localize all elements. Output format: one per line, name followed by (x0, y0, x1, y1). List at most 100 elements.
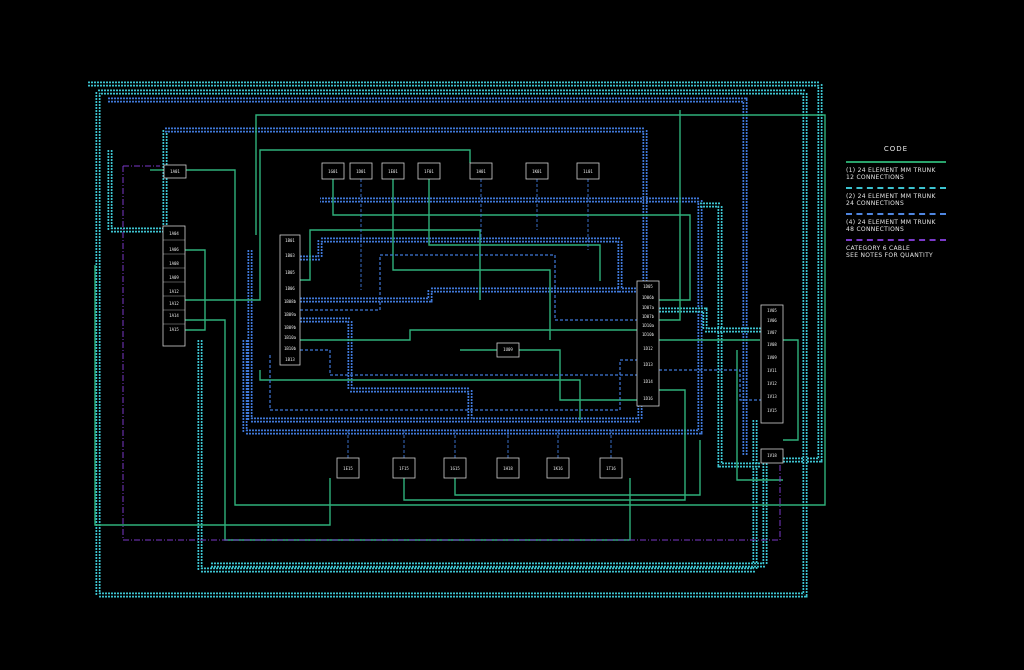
node-label: 1B01 (285, 238, 295, 243)
node-label: 1D01 (356, 169, 366, 174)
trunk48-route-core (300, 289, 620, 301)
node-label: 1B08b (284, 299, 297, 304)
trunk12-route (94, 265, 331, 526)
trunk48-route (300, 317, 473, 420)
trunk48-route-core (249, 250, 641, 421)
node-label: 1B10b (284, 346, 297, 351)
node-label: 1F01 (424, 169, 434, 174)
patch-panel-nodes: 1A01 1A04 1A06 1A08 1A09 1A12 1A12 1A14 … (162, 162, 784, 479)
node-label: 1D07a (642, 305, 655, 310)
trunk24-route (95, 89, 808, 598)
node-label: 1U09 (503, 347, 513, 352)
center-right-column-panel: 1D05 1D06b 1D07a 1D07b 1D10a 1D10b 1D12 … (636, 280, 660, 407)
legend-item-trunk24: (2) 24 ELEMENT MM TRUNK 24 CONNECTIONS (846, 187, 946, 207)
node-right-bottom[interactable]: 1V18 (760, 448, 784, 464)
node-label: 1D05 (643, 284, 653, 289)
node-label: 1V18 (767, 453, 777, 458)
node-label: 1T16 (606, 466, 616, 471)
node-label: 1V06 (767, 318, 777, 323)
node-label: 1V05 (767, 308, 777, 313)
trunk12-route (300, 229, 481, 300)
node-label: 1B05 (285, 270, 295, 275)
trunk48-route (300, 349, 637, 376)
legend-item-trunk12: (1) 24 ELEMENT MM TRUNK 12 CONNECTIONS (846, 161, 946, 181)
node-label: 1A08 (169, 261, 179, 266)
node-label: 1A12 (169, 301, 179, 306)
node-bottom-3[interactable]: 1H18 (496, 457, 520, 479)
node-top-4[interactable]: 1H01 (469, 162, 493, 180)
node-label: 1V09 (767, 355, 777, 360)
node-bottom-4[interactable]: 1K16 (546, 457, 570, 479)
node-top-0[interactable]: 1G01 (321, 162, 345, 180)
legend-line: SEE NOTES FOR QUANTITY (846, 252, 934, 259)
legend-swatch (846, 187, 946, 189)
trunk12-route (259, 370, 581, 420)
trunk12-route (185, 149, 471, 301)
trunk24-route (210, 460, 768, 568)
legend-item-cat6: CATEGORY 6 CABLE SEE NOTES FOR QUANTITY (846, 239, 946, 259)
node-label: 1A15 (169, 327, 179, 332)
trunk12-route (403, 389, 686, 501)
trunk48-route (300, 254, 637, 321)
legend-item-trunk48: (4) 24 ELEMENT MM TRUNK 48 CONNECTIONS (846, 213, 946, 233)
trunk48-route-core (108, 99, 746, 456)
legend-line: 12 CONNECTIONS (846, 174, 905, 181)
trunk24-route-core (700, 204, 760, 466)
node-top-3[interactable]: 1F01 (417, 162, 441, 180)
node-label: 1A14 (169, 313, 179, 318)
node-label: 1D12 (643, 346, 653, 351)
trunk12-route (454, 440, 701, 496)
trunk12-route (392, 179, 551, 340)
legend-swatch (846, 161, 946, 163)
node-bottom-0[interactable]: 1E15 (336, 457, 360, 479)
cat6-route (122, 166, 781, 541)
node-label: 1L01 (583, 169, 593, 174)
trunk48-route (300, 237, 637, 293)
cable-routes (88, 81, 826, 598)
trunk48-route (659, 369, 761, 401)
node-bottom-5[interactable]: 1T16 (599, 457, 623, 479)
legend-swatch (846, 239, 946, 241)
trunk24-route-core (97, 91, 806, 596)
legend-swatch (846, 213, 946, 215)
trunk48-route (165, 127, 648, 281)
node-label: 1E01 (388, 169, 398, 174)
node-top-1[interactable]: 1D01 (349, 162, 373, 180)
legend-line: 24 CONNECTIONS (846, 200, 905, 207)
trunk48-route (269, 355, 637, 411)
node-label: 1H01 (476, 169, 486, 174)
node-label: 1V08 (767, 342, 777, 347)
node-center[interactable]: 1U09 (496, 342, 520, 358)
trunk12-route (300, 329, 637, 341)
node-label: 1A06 (169, 247, 179, 252)
trunk24-route-core (109, 150, 163, 231)
node-top-6[interactable]: 1L01 (576, 162, 600, 180)
node-label: 1D14 (643, 379, 653, 384)
node-label: 1V07 (767, 330, 777, 335)
node-label: 1B09b (284, 325, 297, 330)
node-top-5[interactable]: 1K01 (525, 162, 549, 180)
node-label: 1A12 (169, 289, 179, 294)
node-label: 1G15 (450, 466, 460, 471)
node-label: 1D10a (642, 323, 655, 328)
trunk48-route-core (300, 319, 471, 420)
legend-title: CODE (883, 145, 909, 153)
node-left-top-0[interactable]: 1A01 (163, 164, 187, 179)
node-label: 1D13 (643, 362, 653, 367)
node-label: 1B06 (285, 286, 295, 291)
node-label: 1V15 (767, 408, 777, 413)
trunk12-route (783, 339, 799, 441)
node-bottom-1[interactable]: 1F15 (392, 457, 416, 479)
node-top-2[interactable]: 1E01 (381, 162, 405, 180)
trunk48-route (247, 250, 643, 423)
node-label: 1K16 (553, 466, 563, 471)
node-label: 1B13 (285, 357, 295, 362)
trunk48-route-core (244, 199, 701, 433)
node-label: 1A04 (169, 231, 179, 236)
node-label: 1K01 (532, 169, 542, 174)
node-bottom-2[interactable]: 1G15 (443, 457, 467, 479)
node-label: 1V11 (767, 368, 777, 373)
node-label: 1D10b (642, 332, 655, 337)
node-label: 1G01 (328, 169, 338, 174)
node-label: 1V13 (767, 394, 777, 399)
